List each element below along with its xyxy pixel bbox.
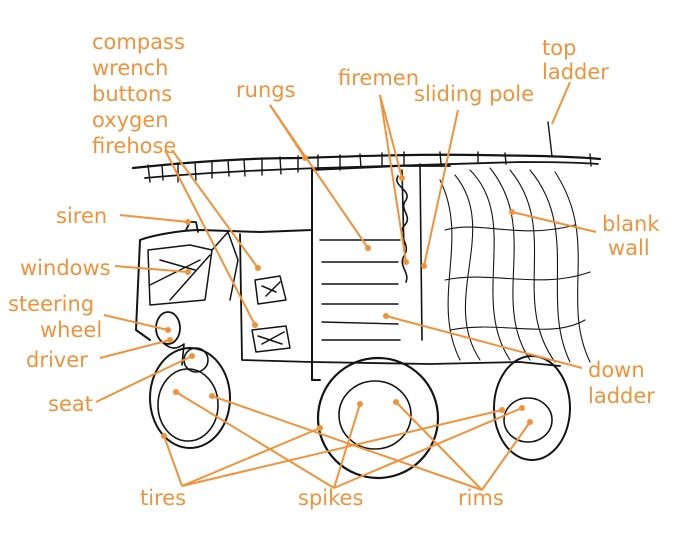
label-seat: seat [48, 392, 93, 416]
leader-dots [161, 155, 533, 439]
label-sliding-pole: sliding pole [414, 82, 535, 106]
label-rungs: rungs [236, 78, 296, 102]
label-top: top [542, 36, 577, 60]
top-ladder-drawing [131, 121, 602, 183]
label-wall: wall [608, 236, 650, 260]
label-rims: rims [458, 486, 504, 510]
label-wheel: wheel [40, 318, 103, 342]
label-firemen: firemen [338, 66, 420, 90]
label-top-ladder: ladder [542, 60, 609, 84]
label-buttons: buttons [92, 82, 173, 106]
label-compass: compass [92, 30, 185, 54]
label-spikes: spikes [298, 486, 364, 510]
label-blank: blank [602, 212, 660, 236]
label-firehose: firehose [92, 134, 177, 158]
label-wrench: wrench [92, 56, 169, 80]
label-down: down [588, 358, 645, 382]
label-tires: tires [140, 486, 187, 510]
label-oxygen: oxygen [92, 108, 169, 132]
truck-body-drawing [135, 163, 591, 381]
leader-lines [95, 81, 597, 491]
label-down-ladder: ladder [588, 384, 655, 408]
wheels-drawing [149, 311, 571, 480]
label-steering: steering [8, 292, 95, 316]
label-siren: siren [56, 204, 108, 228]
label-driver: driver [26, 348, 88, 372]
label-windows: windows [20, 256, 111, 280]
